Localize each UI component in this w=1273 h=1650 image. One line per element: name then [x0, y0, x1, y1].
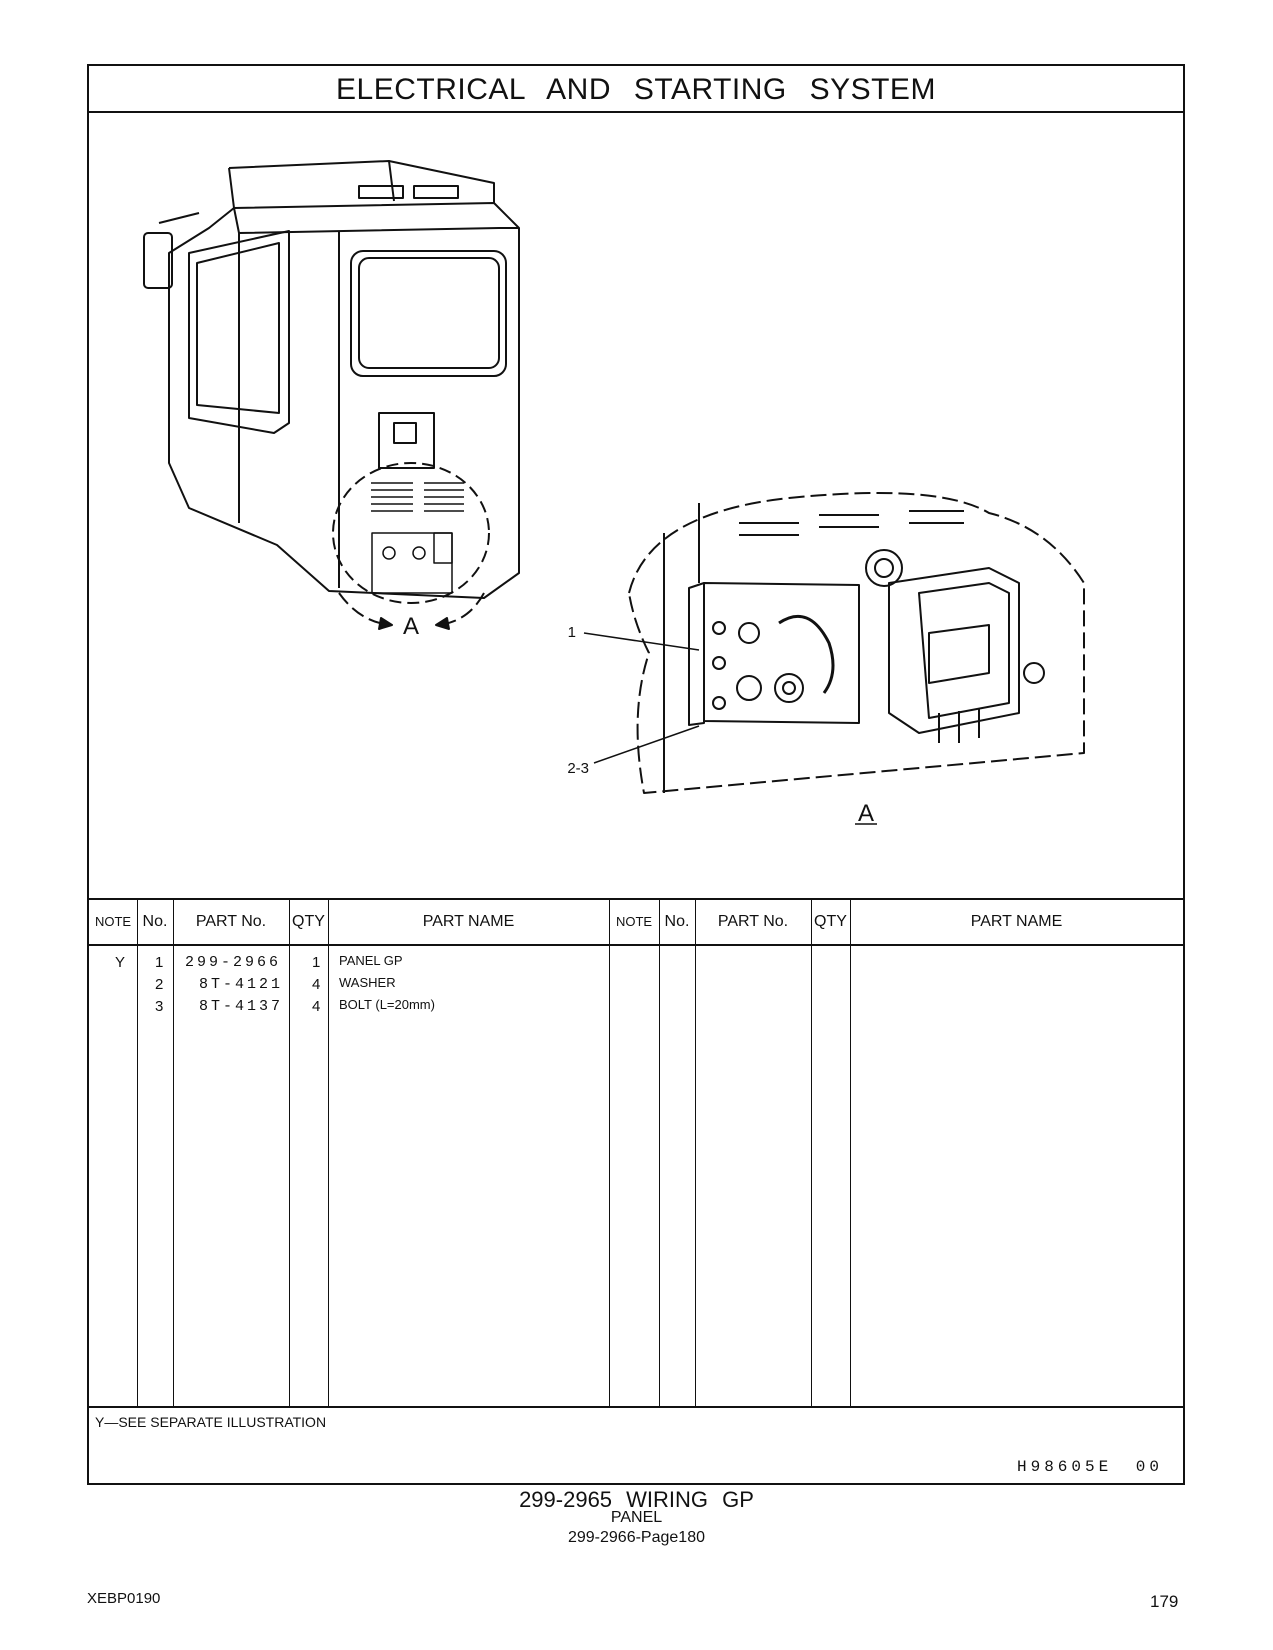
column-divider	[811, 900, 812, 1406]
view-label-detail: A	[858, 800, 874, 827]
header-note: NOTE	[94, 914, 132, 929]
footnote: Y—SEE SEPARATE ILLUSTRATION	[95, 1414, 327, 1430]
publication-number: XEBP0190	[87, 1590, 161, 1607]
column-divider	[173, 900, 174, 1406]
header-part-name-2: PART NAME	[970, 913, 1063, 930]
illustration-drawing: A 1 2-3 A	[143, 160, 1085, 827]
row-1-note: Y	[115, 954, 126, 971]
row-3-qty: 4	[312, 998, 321, 1015]
page-number: 179	[1150, 1592, 1179, 1611]
row-1-qty: 1	[312, 954, 321, 971]
callout-1: 1	[568, 624, 576, 641]
assembly-subcaption: PANEL	[610, 1509, 663, 1526]
row-1-no: 1	[155, 954, 164, 971]
callout-2-3: 2-3	[567, 760, 589, 777]
column-divider	[609, 900, 610, 1406]
column-divider	[850, 900, 851, 1406]
row-2-qty: 4	[312, 976, 321, 993]
row-2-no: 2	[155, 976, 164, 993]
column-divider	[289, 900, 290, 1406]
parts-table: NOTE No. PART No. QTY PART NAME NOTE No.…	[89, 898, 1183, 1406]
row-3-part-name: BOLT (L=20mm)	[339, 997, 435, 1012]
header-part-no-2: PART No.	[717, 913, 789, 930]
header-no-2: No.	[664, 913, 690, 930]
header-qty-2: QTY	[814, 913, 847, 930]
column-divider	[328, 900, 329, 1406]
row-1-part-name: PANEL GP	[339, 953, 403, 968]
view-label-main: A	[403, 613, 419, 640]
column-divider	[695, 900, 696, 1406]
column-divider	[659, 900, 660, 1406]
header-note-2: NOTE	[615, 914, 653, 929]
table-bottom-rule	[89, 1406, 1183, 1408]
parts-illustration: A 1 2-3 A	[89, 113, 1183, 898]
document-reference: H98605E 00	[1016, 1458, 1163, 1476]
header-qty: QTY	[292, 913, 325, 930]
row-1-part-no: 299-2966	[185, 954, 282, 971]
parts-sheet-frame: ELECTRICAL AND STARTING SYSTEM	[87, 64, 1185, 1485]
column-divider	[137, 900, 138, 1406]
row-3-no: 3	[155, 998, 164, 1015]
row-3-part-no: 8T-4137	[199, 998, 284, 1015]
section-title: ELECTRICAL AND STARTING SYSTEM	[89, 66, 1183, 113]
header-part-no: PART No.	[195, 913, 267, 930]
page-reference: 299-2966-Page180	[567, 1529, 705, 1546]
table-header-row	[89, 900, 1183, 946]
row-2-part-name: WASHER	[339, 975, 396, 990]
row-2-part-no: 8T-4121	[199, 976, 284, 993]
header-no: No.	[142, 913, 168, 930]
header-part-name: PART NAME	[422, 913, 515, 930]
assembly-caption: 299-2965 WIRING GP	[519, 1487, 754, 1512]
